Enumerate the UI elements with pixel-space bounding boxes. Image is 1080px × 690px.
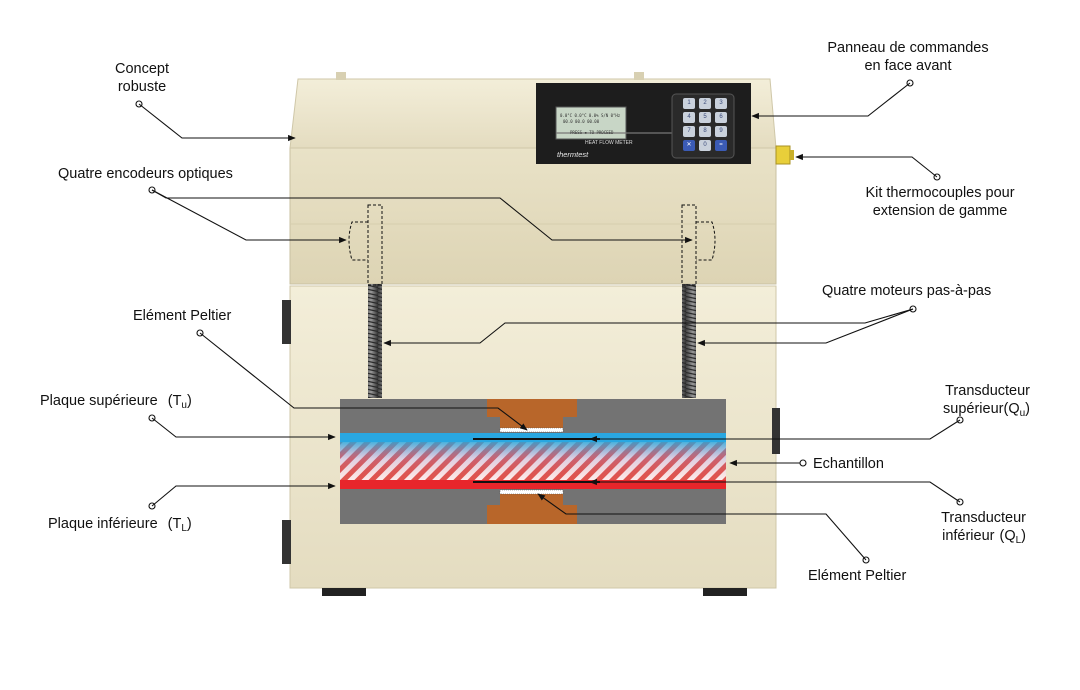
keypad-key: 2 [699,98,711,109]
label-trans-sup-line1: Transducteur [945,383,1030,399]
stepper-screws [368,284,696,398]
label-plaque-superieure: Plaque supérieure (Tu) [40,392,192,415]
lcd-line-3: PRESS ▪ TO PROCEED [570,130,614,135]
label-plaque-inf-close: ) [186,516,192,532]
label-concept-line2: robuste [117,79,167,95]
label-plaque-sup-close: ) [186,393,192,409]
keypad-key: = [715,140,727,151]
label-peltier-top: Elément Peltier [133,308,232,324]
lcd-line-2: 00.0 00.0 00.00 [563,119,600,124]
label-concept: Concept robuste [100,60,184,96]
label-trans-inf-close: ) [1021,528,1026,544]
label-plaque-sup-text: Plaque supérieure [40,393,158,409]
label-plaque-sup-sym: (T [167,393,182,409]
label-panneau-line2: en face avant [864,58,952,74]
brand-logo: thermtest [557,150,589,159]
thermocouple-connector [775,145,794,165]
label-trans-sup-close: ) [1025,401,1030,417]
label-moteurs: Quatre moteurs pas-à-pas [822,283,992,299]
label-panneau-line1: Panneau de commandes [827,40,989,56]
optical-encoders [348,204,716,286]
label-kit-line2: extension de gamme [872,203,1008,219]
keypad-key: 7 [683,126,695,137]
label-kit: Kit thermocouples pour extension de gamm… [850,184,1030,220]
label-trans-sup-word: supérieur [943,401,1004,417]
keypad-key: 5 [699,112,711,123]
keypad-key: 8 [699,126,711,137]
label-plaque-inferieure: Plaque inférieure (TL) [48,515,192,538]
label-trans-inf-line1: Transducteur [941,510,1026,526]
label-transducteur-superieur: Transducteur supérieur(Qu) [860,382,1030,423]
label-panneau: Panneau de commandes en face avant [808,39,1008,75]
label-trans-inf-sym: (Q [999,528,1016,544]
keypad-key: 6 [715,112,727,123]
label-trans-inf-sub: L [1015,535,1022,546]
keypad-key: 3 [715,98,727,109]
label-kit-line1: Kit thermocouples pour [865,185,1015,201]
label-echantillon: Echantillon [813,456,884,472]
test-stack [340,399,726,524]
keypad-key: 1 [683,98,695,109]
keypad-key: 0 [699,140,711,151]
label-peltier-bottom: Elément Peltier [808,568,907,584]
keypad-key: 9 [715,126,727,137]
label-transducteur-inferieur: Transducteur inférieur(QL) [856,509,1026,550]
label-trans-inf-line2: inférieur(QL) [856,527,1026,550]
label-trans-sup-line2: supérieur(Qu) [860,400,1030,423]
label-trans-sup-sym: (Q [1003,401,1020,417]
label-plaque-inf-sym: (T [167,516,182,532]
label-plaque-inf-text: Plaque inférieure [48,516,158,532]
keypad-key: ✕ [683,140,695,151]
label-encodeurs: Quatre encodeurs optiques [58,166,233,182]
keypad-key: 4 [683,112,695,123]
label-plaque-sup-sub: u [181,400,187,411]
label-trans-inf-word: inférieur [942,528,995,544]
leader-lines [135,79,964,564]
lcd-line-1: 0.0°C 0.0°C 0.0% S/N 0°Hz [560,113,621,118]
label-trans-sup-sub: u [1019,408,1026,419]
panel-caption: HEAT FLOW METER [585,140,633,146]
label-plaque-inf-sub: L [181,523,187,534]
label-concept-line1: Concept [114,61,169,77]
